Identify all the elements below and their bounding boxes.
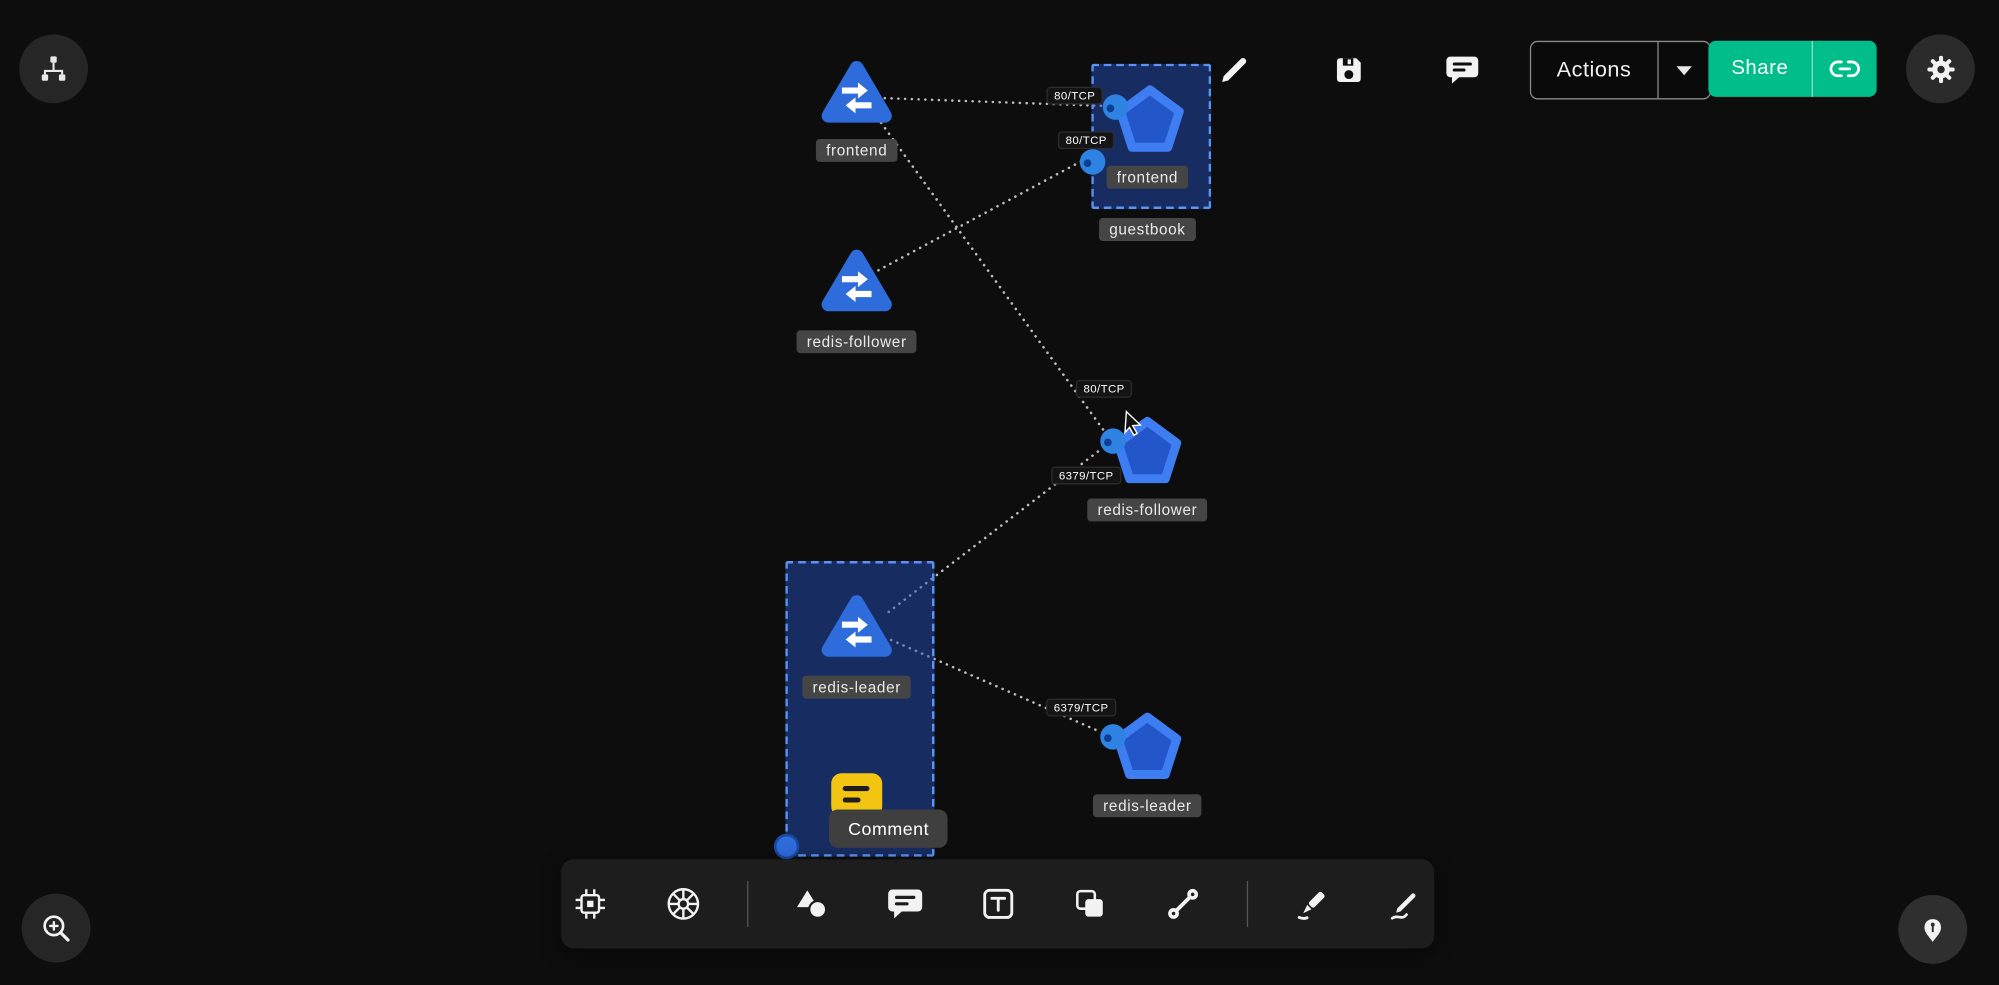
- connection-line[interactable]: [883, 96, 1103, 108]
- node-label: redis-follower: [796, 330, 917, 354]
- tooltip: Comment: [829, 809, 949, 848]
- pod-pentagon-icon: [1116, 85, 1184, 152]
- port-frontend-80b[interactable]: [1079, 149, 1106, 175]
- infrastructure-tool[interactable]: [561, 875, 620, 934]
- port-frontend-80[interactable]: [1102, 94, 1129, 120]
- node-label: frontend: [815, 138, 898, 162]
- port-redis-follower[interactable]: [1100, 428, 1126, 454]
- node-service-redis-follower[interactable]: [820, 245, 894, 320]
- connector-icon: [1168, 888, 1199, 919]
- edit-button[interactable]: [1211, 47, 1257, 93]
- port-redis-leader[interactable]: [1100, 724, 1126, 750]
- zoom-in-button[interactable]: [21, 893, 91, 963]
- settings-button[interactable]: [1905, 34, 1975, 104]
- kubernetes-tool[interactable]: [654, 875, 713, 934]
- pencil-scribble-icon: [1390, 893, 1416, 920]
- edge-label: 6379/TCP: [1046, 698, 1117, 717]
- text-tool[interactable]: T: [968, 875, 1027, 934]
- edge-label: 6379/TCP: [1051, 466, 1122, 485]
- node-label: redis-follower: [1087, 498, 1208, 522]
- actions-caret-button[interactable]: [1656, 42, 1709, 99]
- service-triangle-icon: [821, 60, 892, 123]
- shapes-tool[interactable]: [783, 875, 842, 934]
- zoom-in-icon: [43, 915, 70, 942]
- node-service-redis-leader[interactable]: [820, 591, 894, 666]
- actions-label[interactable]: Actions: [1556, 57, 1632, 82]
- service-triangle-icon: [821, 249, 892, 312]
- save-icon: [1336, 58, 1361, 83]
- group-handle-dot[interactable]: [773, 833, 800, 860]
- share-label[interactable]: Share: [1731, 57, 1789, 80]
- node-label: redis-leader: [802, 675, 912, 699]
- comments-button[interactable]: [1439, 47, 1485, 93]
- mouse-cursor: [1124, 410, 1143, 437]
- comment-tool[interactable]: [875, 875, 934, 934]
- note-icon: [1076, 889, 1104, 917]
- group-label: guestbook: [1099, 218, 1196, 241]
- bottom-toolbar: T: [560, 859, 1435, 949]
- text-icon: [982, 888, 1013, 919]
- node-service-frontend[interactable]: [820, 57, 894, 132]
- node-label: frontend: [1106, 165, 1189, 189]
- shapes-icon: [796, 890, 827, 920]
- marker-icon: [1297, 891, 1325, 920]
- edge-label: 80/TCP: [1075, 379, 1133, 398]
- save-button[interactable]: [1326, 47, 1372, 93]
- comment-icon: [1446, 56, 1479, 84]
- toolbar-divider: [1247, 880, 1249, 927]
- sitemap-icon: [41, 56, 66, 81]
- node-label: redis-leader: [1092, 794, 1202, 818]
- layout-tree-button[interactable]: [19, 34, 88, 104]
- connection-line[interactable]: [877, 159, 1084, 272]
- toolbar-divider: [746, 880, 749, 927]
- share-button[interactable]: Share: [1708, 40, 1877, 97]
- connector-tool[interactable]: [1154, 875, 1213, 934]
- copy-link-button[interactable]: [1811, 40, 1876, 97]
- connection-line[interactable]: [889, 638, 1102, 734]
- note-tool[interactable]: [1061, 875, 1120, 934]
- kubernetes-icon: [667, 888, 699, 920]
- chip-icon: [575, 889, 605, 919]
- service-triangle-icon: [821, 595, 892, 657]
- node-pod-frontend[interactable]: [1109, 81, 1191, 164]
- pen-nib-icon: [1924, 919, 1942, 942]
- link-icon: [1829, 60, 1860, 78]
- pencil-icon: [1222, 58, 1247, 83]
- actions-dropdown[interactable]: Actions: [1529, 40, 1711, 100]
- gear-icon: [1926, 55, 1955, 83]
- comment-icon: [887, 889, 922, 919]
- pen-mode-button[interactable]: [1898, 894, 1968, 964]
- connection-line[interactable]: [875, 116, 1106, 433]
- edge-label: 80/TCP: [1057, 131, 1115, 150]
- pencil-draw-tool[interactable]: [1376, 875, 1435, 934]
- marker-tool[interactable]: [1283, 875, 1342, 934]
- caret-down-icon: [1675, 65, 1692, 75]
- node-pod-redis-leader[interactable]: [1107, 708, 1189, 791]
- edge-label: 80/TCP: [1046, 86, 1103, 105]
